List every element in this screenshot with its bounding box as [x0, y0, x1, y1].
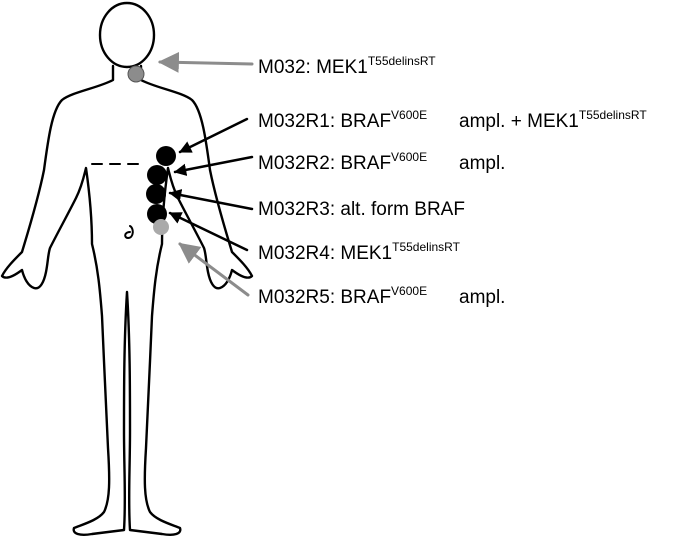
arrow-m032r2 — [173, 155, 254, 176]
marker-black-4 — [147, 204, 167, 224]
body-outline — [0, 1, 254, 536]
arrow-m032r1 — [178, 117, 249, 154]
torso-limbs — [0, 64, 254, 536]
marker-neck-gray — [127, 65, 145, 83]
arrow-m032 — [157, 51, 254, 73]
navel — [124, 225, 134, 239]
label-m032r4: M032R4: MEK1T55delinsRT — [258, 240, 461, 264]
marker-black-1 — [156, 146, 176, 166]
arrow-m032r5 — [178, 242, 250, 297]
marker-black-3 — [146, 184, 166, 204]
marker-gray-5 — [153, 219, 169, 235]
marker-black-2 — [147, 165, 167, 185]
arrow-m032r4 — [168, 211, 249, 252]
head — [98, 1, 156, 69]
label-m032: M032: MEK1T55delinsRT — [258, 54, 436, 78]
arrow-m032r3 — [168, 189, 254, 211]
arrows — [157, 51, 254, 297]
label-m032r3: M032R3: alt. form BRAF — [258, 199, 465, 220]
markers — [127, 65, 176, 235]
